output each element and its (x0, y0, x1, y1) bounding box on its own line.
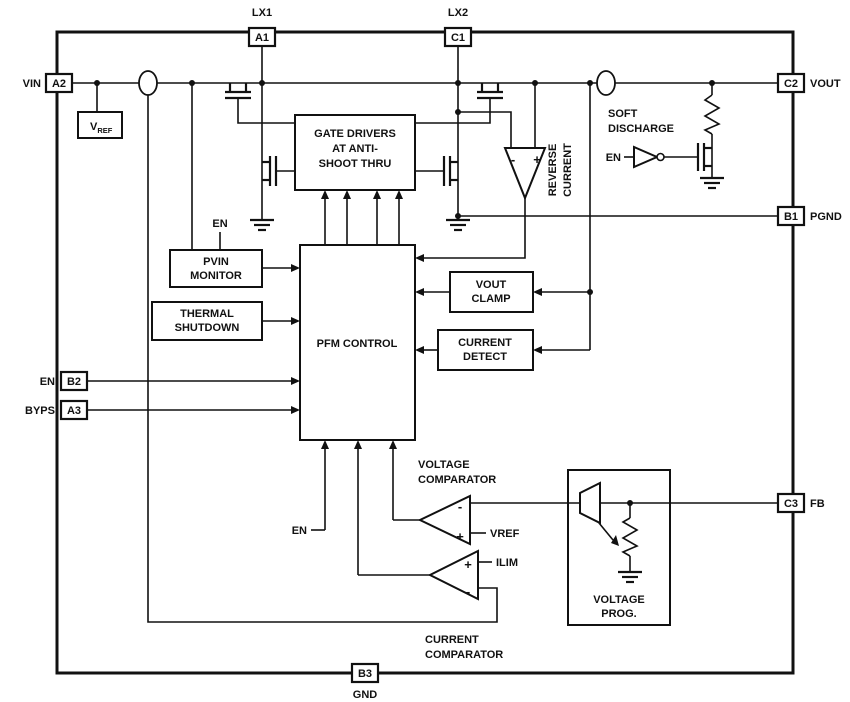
pin-label-byps: BYPS (25, 405, 55, 417)
gate-drivers-label-3: SHOOT THRU (319, 158, 392, 170)
pad-c3 (776, 492, 806, 514)
thermal-shutdown-label-2: SHUTDOWN (175, 322, 240, 334)
vout-clamp-label-2: CLAMP (471, 293, 510, 305)
block-vout-clamp (449, 271, 534, 313)
pvin-monitor-label-2: MONITOR (190, 270, 242, 282)
pin-pad-labels: LX1 LX2 A1 C1 A2 B2 A3 C2 B1 C3 B3 GND (52, 7, 798, 701)
pvin-monitor-label-1: PVIN (203, 256, 229, 268)
pad-a3 (59, 399, 89, 421)
ground-symbol-soft-discharge (700, 176, 724, 190)
pad-c1 (443, 26, 473, 48)
block-current-detect (437, 329, 534, 371)
pin-label-vin: VIN (23, 78, 41, 90)
pad-a1 (247, 26, 277, 48)
pin-label-lx2: LX2 (448, 7, 468, 19)
pad-b1 (776, 205, 806, 227)
voltage-prog-label-1: VOLTAGE (593, 594, 645, 606)
soft-discharge-resistor-icon (703, 94, 721, 135)
pin-label-pgnd: PGND (810, 211, 842, 223)
voltage-comparator-minus-sign: - (458, 499, 462, 514)
pad-b3 (350, 662, 380, 684)
high-side-fet-lx1-icon (225, 83, 251, 100)
pad-label-b3: B3 (358, 668, 372, 680)
inverter-bubble-icon (656, 152, 665, 162)
current-comparator-minus-sign: - (466, 584, 470, 599)
current-comparator-icon (427, 549, 479, 601)
block-labels: GATE DRIVERS AT ANTI- SHOOT THRU PVIN MO… (175, 128, 645, 620)
soft-discharge-label-2: DISCHARGE (608, 123, 674, 135)
pad-b2 (59, 370, 89, 392)
pad-c2 (776, 72, 806, 94)
reverse-current-plus-sign: + (533, 152, 541, 167)
pad-label-c1: C1 (451, 32, 465, 44)
pin-label-gnd: GND (353, 689, 378, 701)
high-side-fet-lx2-icon (477, 83, 503, 100)
vout-clamp-label-1: VOUT (476, 279, 507, 291)
current-detect-label-2: DETECT (463, 351, 507, 363)
reverse-current-label-1: REVERSE (547, 144, 559, 197)
vref-box-label: VREF (90, 121, 113, 135)
vin-current-sense-icon (138, 70, 158, 96)
pfm-control-label: PFM CONTROL (317, 338, 398, 350)
pvin-en-label: EN (212, 218, 227, 230)
pin-label-vout: VOUT (810, 78, 841, 90)
block-pvin-monitor (169, 249, 263, 288)
thermal-shutdown-label-1: THERMAL (180, 308, 234, 320)
vout-current-sense-icon (596, 70, 616, 96)
pin-label-lx1: LX1 (252, 7, 272, 19)
soft-discharge-label-1: SOFT (608, 108, 638, 120)
voltage-prog-resistor-icon (621, 517, 639, 557)
vref-signal-label: VREF (490, 528, 520, 540)
reverse-current-comparator-icon (503, 147, 547, 201)
pfm-en-label: EN (292, 525, 307, 537)
pad-label-a3: A3 (67, 405, 81, 417)
low-side-fet-lx1-icon (262, 156, 278, 186)
feedback-mux-icon (579, 481, 601, 525)
voltage-prog-label-2: PROG. (601, 608, 636, 620)
soft-discharge-en-label: EN (606, 152, 621, 164)
pad-label-b1: B1 (784, 211, 798, 223)
pad-label-a2: A2 (52, 78, 66, 90)
gate-drivers-label-2: AT ANTI- (332, 143, 378, 155)
voltage-comparator-plus-sign: + (456, 529, 464, 544)
pad-label-b2: B2 (67, 376, 81, 388)
block-vref (77, 111, 123, 139)
reverse-current-minus-sign: - (511, 152, 515, 167)
block-thermal-shutdown (151, 301, 263, 341)
pin-label-fb: FB (810, 498, 825, 510)
soft-discharge-fet-icon (696, 143, 712, 171)
current-detect-label-1: CURRENT (458, 337, 512, 349)
ground-symbol-lx2 (446, 218, 470, 232)
pad-label-c2: C2 (784, 78, 798, 90)
current-comparator-label-1: CURRENT (425, 634, 479, 646)
block-gate-drivers (294, 114, 416, 191)
chip-outline (55, 30, 795, 675)
gate-drivers-label-1: GATE DRIVERS (314, 128, 396, 140)
junction-dots (94, 80, 715, 506)
pin-label-en: EN (40, 376, 55, 388)
pad-a2 (44, 72, 74, 94)
comparator-signs: - + - + + - (456, 152, 541, 599)
low-side-fet-lx2-icon (442, 156, 458, 186)
ground-symbol-lx1 (250, 218, 274, 232)
ilim-signal-label: ILIM (496, 557, 518, 569)
pad-label-a1: A1 (255, 32, 269, 44)
voltage-comparator-label-2: COMPARATOR (418, 474, 496, 486)
block-pfm-control (299, 244, 416, 441)
voltage-comparator-label-1: VOLTAGE (418, 459, 470, 471)
ground-symbol-voltage-prog (618, 570, 642, 584)
signal-arrows (291, 190, 619, 546)
enable-inverter-icon (633, 145, 660, 169)
pad-label-c3: C3 (784, 498, 798, 510)
voltage-comparator-icon (417, 494, 471, 546)
current-comparator-plus-sign: + (464, 557, 472, 572)
current-comparator-label-2: COMPARATOR (425, 649, 503, 661)
reverse-current-label-2: CURRENT (562, 143, 574, 197)
